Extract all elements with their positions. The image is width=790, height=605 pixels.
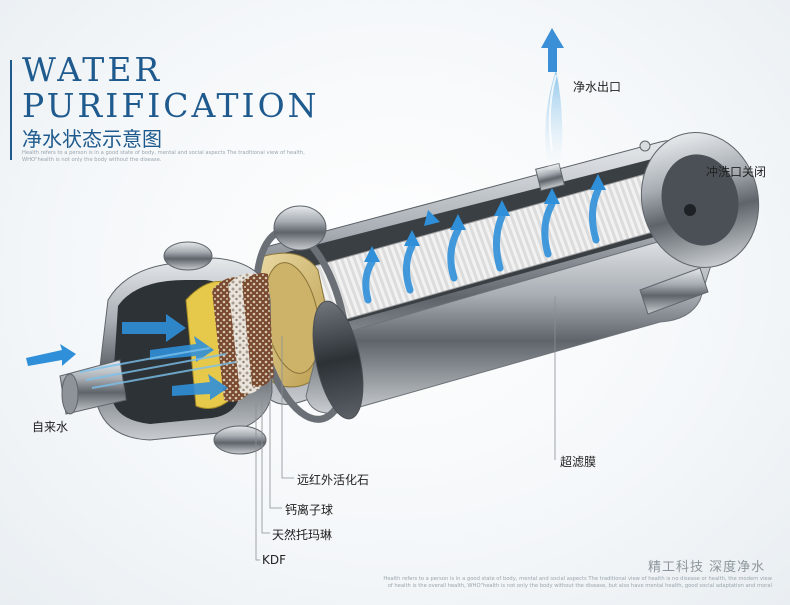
label-far-infrared-stone: 远红外活化石 <box>297 473 370 487</box>
flow-arrows-inlet <box>26 314 228 400</box>
brand-slogan: 精工科技 深度净水 <box>648 560 766 575</box>
label-tourmaline: 天然托玛琳 <box>272 528 333 542</box>
title-line-2: PURIFICATION <box>22 86 320 125</box>
callout-lines <box>255 296 556 561</box>
outlet-flow <box>541 28 564 170</box>
layer-far-infrared <box>242 273 274 387</box>
flow-arrows-membrane <box>362 186 602 304</box>
main-tube <box>252 132 760 423</box>
inlet-water-stream <box>79 347 237 389</box>
title-line-1: WATER <box>22 50 163 89</box>
label-uf-membrane: 超滤膜 <box>560 455 597 469</box>
label-calcium-ion-ball: 钙离子球 <box>285 503 334 517</box>
label-outlet: 净水出口 <box>573 80 622 94</box>
header-fine-print: Health refers to a person is in a good s… <box>22 150 305 163</box>
footer-fine-print: Health refers to a person is in a good s… <box>383 576 772 589</box>
title-accent-rule <box>10 60 12 160</box>
label-flush-port: 冲洗口关闭 <box>706 165 767 179</box>
flow-arrowheads-membrane <box>364 174 606 262</box>
subtitle: 净水状态示意图 <box>22 127 162 151</box>
label-inlet: 自来水 <box>32 420 69 434</box>
label-kdf: KDF <box>262 553 287 567</box>
